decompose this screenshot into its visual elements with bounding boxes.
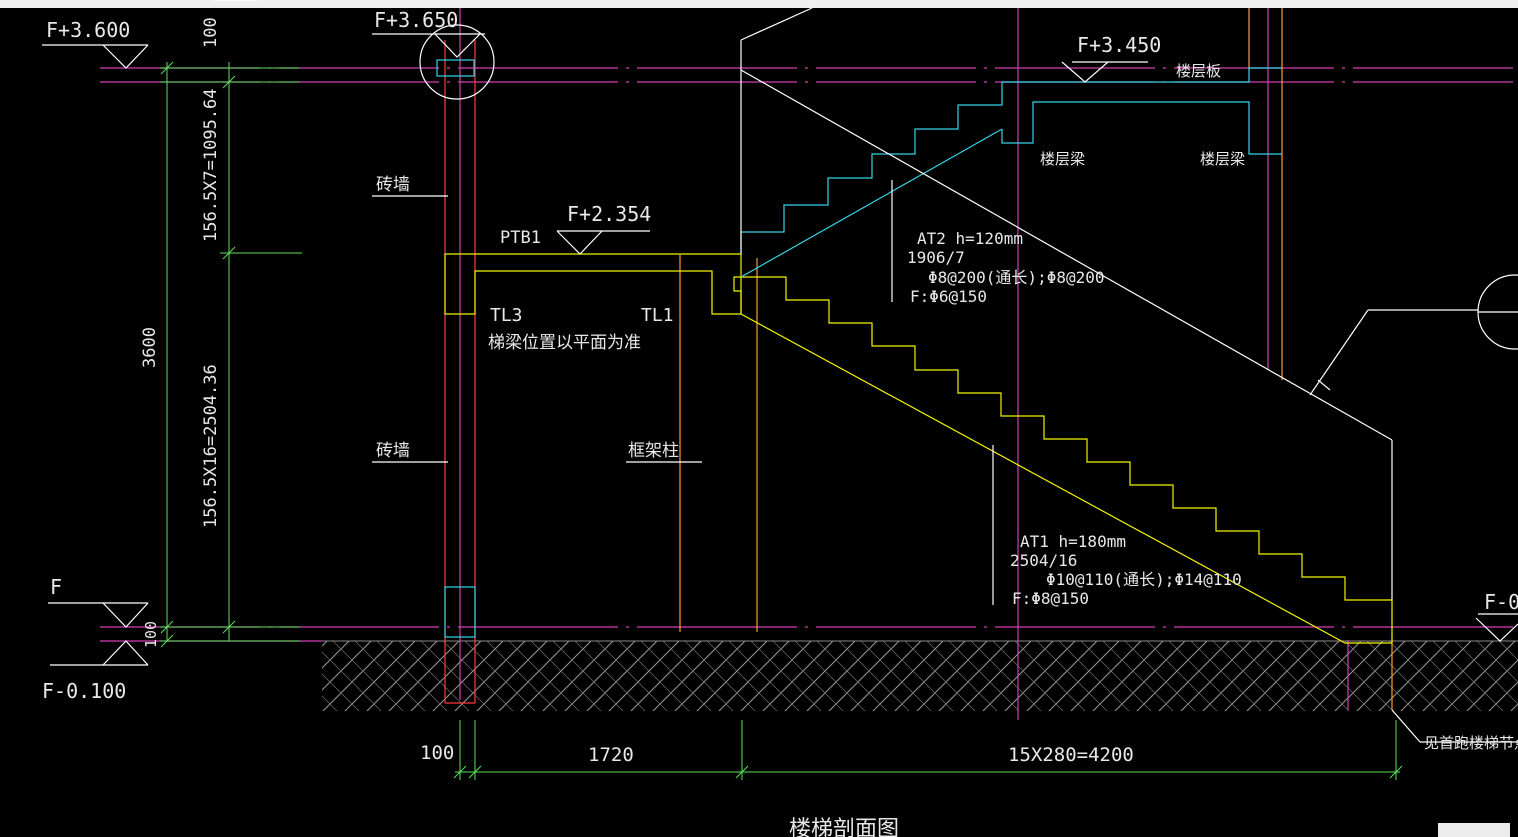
level-fm0100-label: F-0.100 [42,679,126,703]
dim-1095: 156.5X7=1095.64 [201,88,221,242]
level-f3450-label: F+3.450 [1077,33,1161,57]
vertical-dimensions [160,61,302,648]
drawing-title: 楼梯剖面图 [789,817,899,837]
dim-4200: 15X280=4200 [1008,744,1134,766]
leader-lines [372,180,1518,743]
at1-line-4: F:Φ8@150 [1012,589,1089,608]
ime-logo-icon [1438,823,1510,837]
detail-circle [419,24,495,100]
level-f3650-label: F+3.650 [374,8,458,32]
label-floor-beam-2: 楼层梁 [1200,150,1245,168]
at2-line-1: AT2 h=120mm [917,229,1023,248]
label-ptb1: PTB1 [500,228,541,248]
label-frame-column: 框架柱 [628,441,679,461]
label-brick-wall-2: 砖墙 [376,441,410,461]
level-lines [100,8,1518,720]
at1-line-1: AT1 h=180mm [1020,532,1126,551]
label-brick-wall-1: 砖墙 [376,175,410,195]
at2-line-3: Φ8@200(通长);Φ8@200 [928,268,1105,287]
level-f2354-label: F+2.354 [567,202,651,226]
horizontal-dimensions [453,720,1403,780]
dim-100-bottom: 100 [142,621,160,648]
level-f3600-label: F+3.600 [46,18,130,42]
level-markers [42,33,1518,666]
ground-soil-hatch [322,641,1518,711]
brick-wall-base [444,586,476,638]
label-tl3: TL3 [490,305,523,326]
at2-line-4: F:Φ6@150 [910,287,987,306]
dim-3600: 3600 [140,327,160,368]
label-tl3-note: 梯梁位置以平面为准 [488,333,641,353]
at1-line-2: 2504/16 [1010,551,1077,570]
beam-f3650 [436,59,475,77]
dim-100-left: 100 [420,742,454,764]
level-f-label: F [50,575,62,599]
label-floor-beam-1: 楼层梁 [1040,150,1085,168]
label-floor-slab: 楼层板 [1176,62,1221,80]
at2-line-2: 1906/7 [907,248,965,267]
window-top-strip [0,0,1518,8]
label-node-note: 见首跑楼梯节点详 [1424,734,1518,752]
dim-1720: 1720 [588,744,634,766]
stair-flight-at1 [740,276,1393,644]
at1-line-3: Φ10@110(通长);Φ14@110 [1046,570,1242,589]
section-outline [212,0,1518,600]
level-f-right-label: F-0. [1484,590,1518,614]
dim-2504: 156.5X16=2504.36 [201,364,221,528]
dim-100-top: 100 [201,17,221,48]
label-tl1: TL1 [641,305,674,326]
